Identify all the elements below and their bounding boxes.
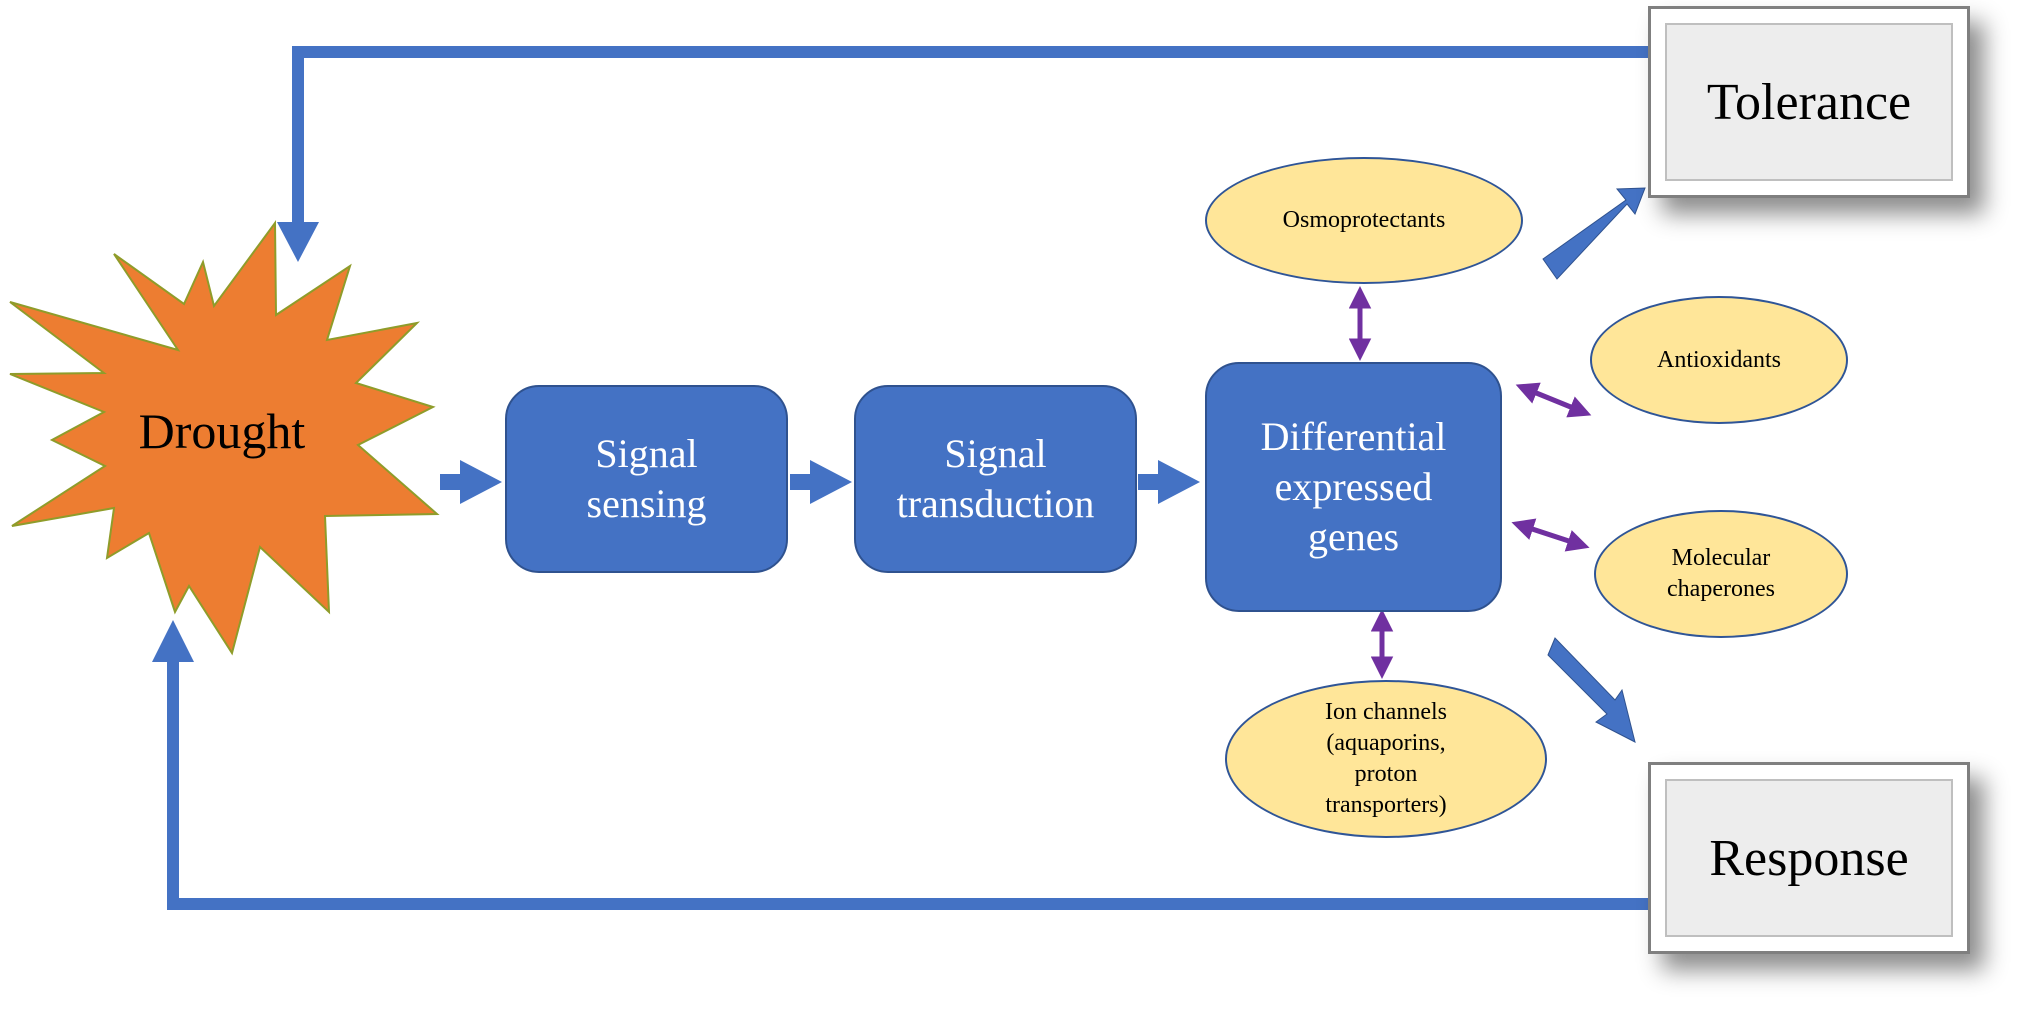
signal-transduction-label: Signal transduction [896,431,1095,526]
arrow-transduction-to-genes [1138,460,1200,504]
tolerance-box: Tolerance [1648,6,1970,198]
drought-label: Drought [138,403,306,459]
differential-genes-label: Differential expressed genes [1260,414,1447,559]
feedback-arrow-tolerance [277,46,1652,262]
osmoprotectants-ellipse: Osmoprotectants [1205,157,1523,284]
drought-starburst [9,219,440,656]
arrow-drought-to-sensing [440,460,502,504]
differential-genes-box: Differential expressed genes [1205,362,1502,612]
antioxidants-label: Antioxidants [1657,346,1781,373]
feedback-arrow-response [152,620,1652,910]
signal-sensing-box: Signal sensing [505,385,788,573]
link-antioxidants [1515,382,1592,418]
ion-channels-label: Ion channels (aquaporins, proton transpo… [1325,699,1447,818]
link-chaperones [1511,518,1590,552]
arrow-sensing-to-transduction [790,460,852,504]
antioxidants-ellipse: Antioxidants [1590,296,1848,424]
arrow-genes-to-tolerance [1542,187,1646,280]
tolerance-label: Tolerance [1706,73,1912,131]
chaperones-ellipse: Molecular chaperones [1594,510,1848,638]
signal-transduction-box: Signal transduction [854,385,1137,573]
response-box: Response [1648,762,1970,954]
osmoprotectants-label: Osmoprotectants [1282,207,1446,233]
chaperones-label: Molecular chaperones [1667,545,1775,602]
ion-channels-ellipse: Ion channels (aquaporins, proton transpo… [1225,680,1547,838]
arrow-genes-to-response [1547,637,1636,743]
signal-sensing-label: Signal sensing [586,431,707,526]
response-label: Response [1709,829,1909,887]
